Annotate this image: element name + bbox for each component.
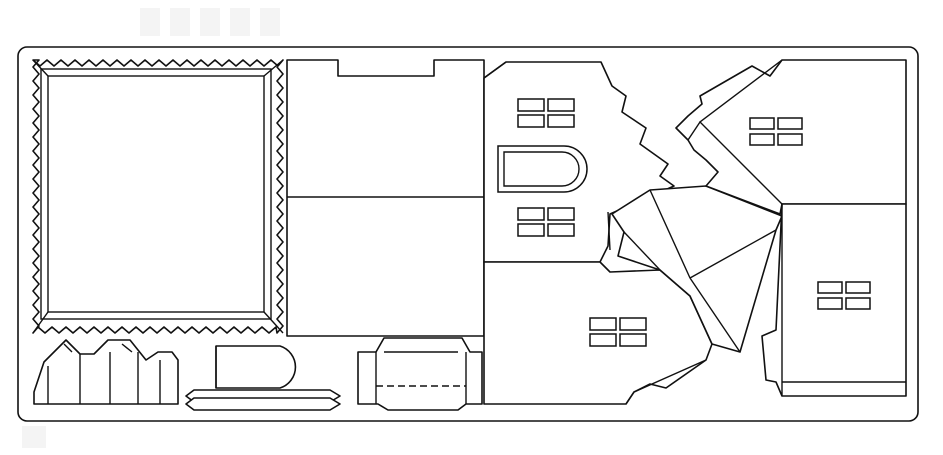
background-ghost-marks	[22, 8, 280, 448]
arched-door-window	[497, 145, 588, 193]
right-upper-window-group	[749, 117, 803, 146]
house-right-lower-panel	[761, 203, 907, 397]
base-strip-piece	[185, 389, 341, 411]
right-lower-window-group	[817, 281, 871, 310]
upper-window-group	[517, 98, 575, 128]
square-box-panel	[286, 59, 485, 337]
house-lower-panel	[483, 261, 713, 405]
picket-fence-piece	[33, 339, 179, 405]
middle-window-group	[517, 207, 575, 237]
door-piece	[215, 345, 297, 389]
house-front-gable-panel	[483, 61, 675, 263]
small-box-piece	[357, 337, 483, 411]
frame-border-piece	[32, 59, 284, 334]
lower-window-group	[589, 317, 647, 347]
roof-panel	[611, 185, 783, 353]
